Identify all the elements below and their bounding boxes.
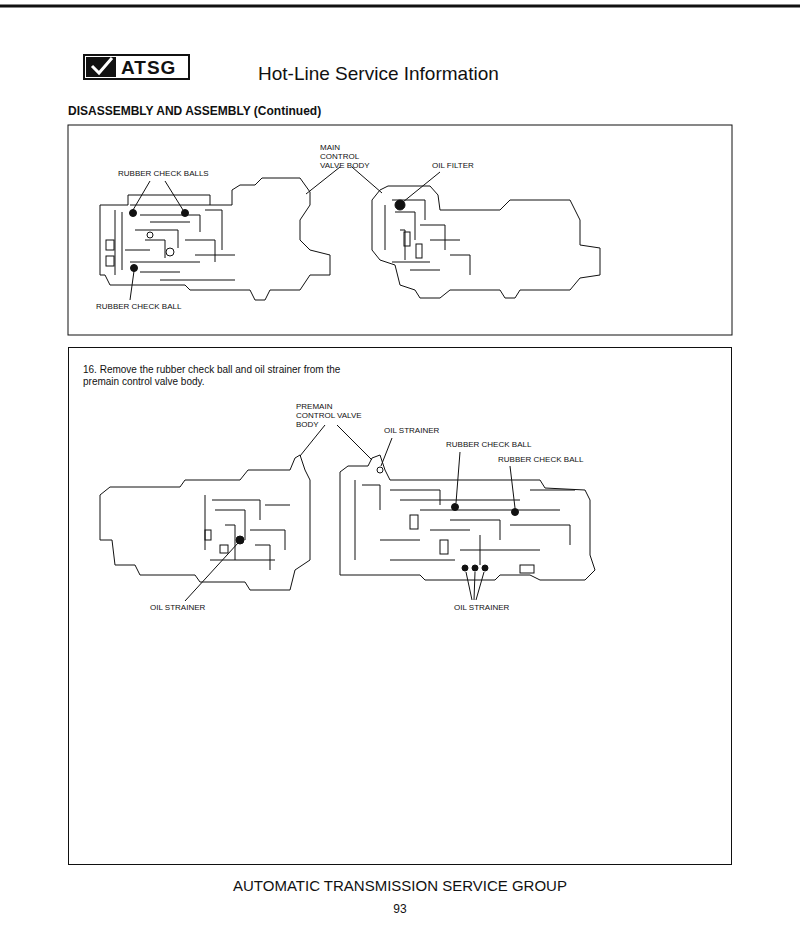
part-label: RUBBER CHECK BALLS [118, 169, 209, 178]
leader-line [185, 425, 515, 601]
part-label: MAIN CONTROL VALVE BODY [320, 143, 378, 170]
logo-check [92, 58, 112, 73]
part-label: OIL STRAINER [454, 603, 509, 612]
part-label: RUBBER CHECK BALL [96, 302, 181, 311]
valve-body [100, 178, 330, 300]
logo-box: ATSG [83, 54, 190, 80]
page-title: Hot-Line Service Information [258, 63, 499, 85]
valve-body [340, 455, 595, 580]
top-rule [0, 5, 800, 8]
valve-body [372, 186, 600, 298]
node-text: ATSG [121, 57, 176, 79]
part-label: OIL FILTER [432, 161, 474, 170]
part-label: RUBBER CHECK BALL [498, 455, 583, 464]
part-label: RUBBER CHECK BALL [446, 440, 531, 449]
part-label: PREMAIN CONTROL VALVE BODY [296, 402, 366, 429]
valve-body [100, 455, 310, 590]
page-number: 93 [0, 902, 800, 916]
section-heading: DISASSEMBLY AND ASSEMBLY (Continued) [68, 104, 321, 118]
part-label: OIL STRAINER [384, 426, 439, 435]
node-text: 16. Remove the rubber check ball and oil… [83, 364, 353, 388]
logo-mark [86, 57, 116, 77]
figure-frame [68, 125, 732, 335]
part-label: OIL STRAINER [150, 603, 205, 612]
footer-text: AUTOMATIC TRANSMISSION SERVICE GROUP [0, 877, 800, 894]
leader-line [130, 167, 440, 300]
